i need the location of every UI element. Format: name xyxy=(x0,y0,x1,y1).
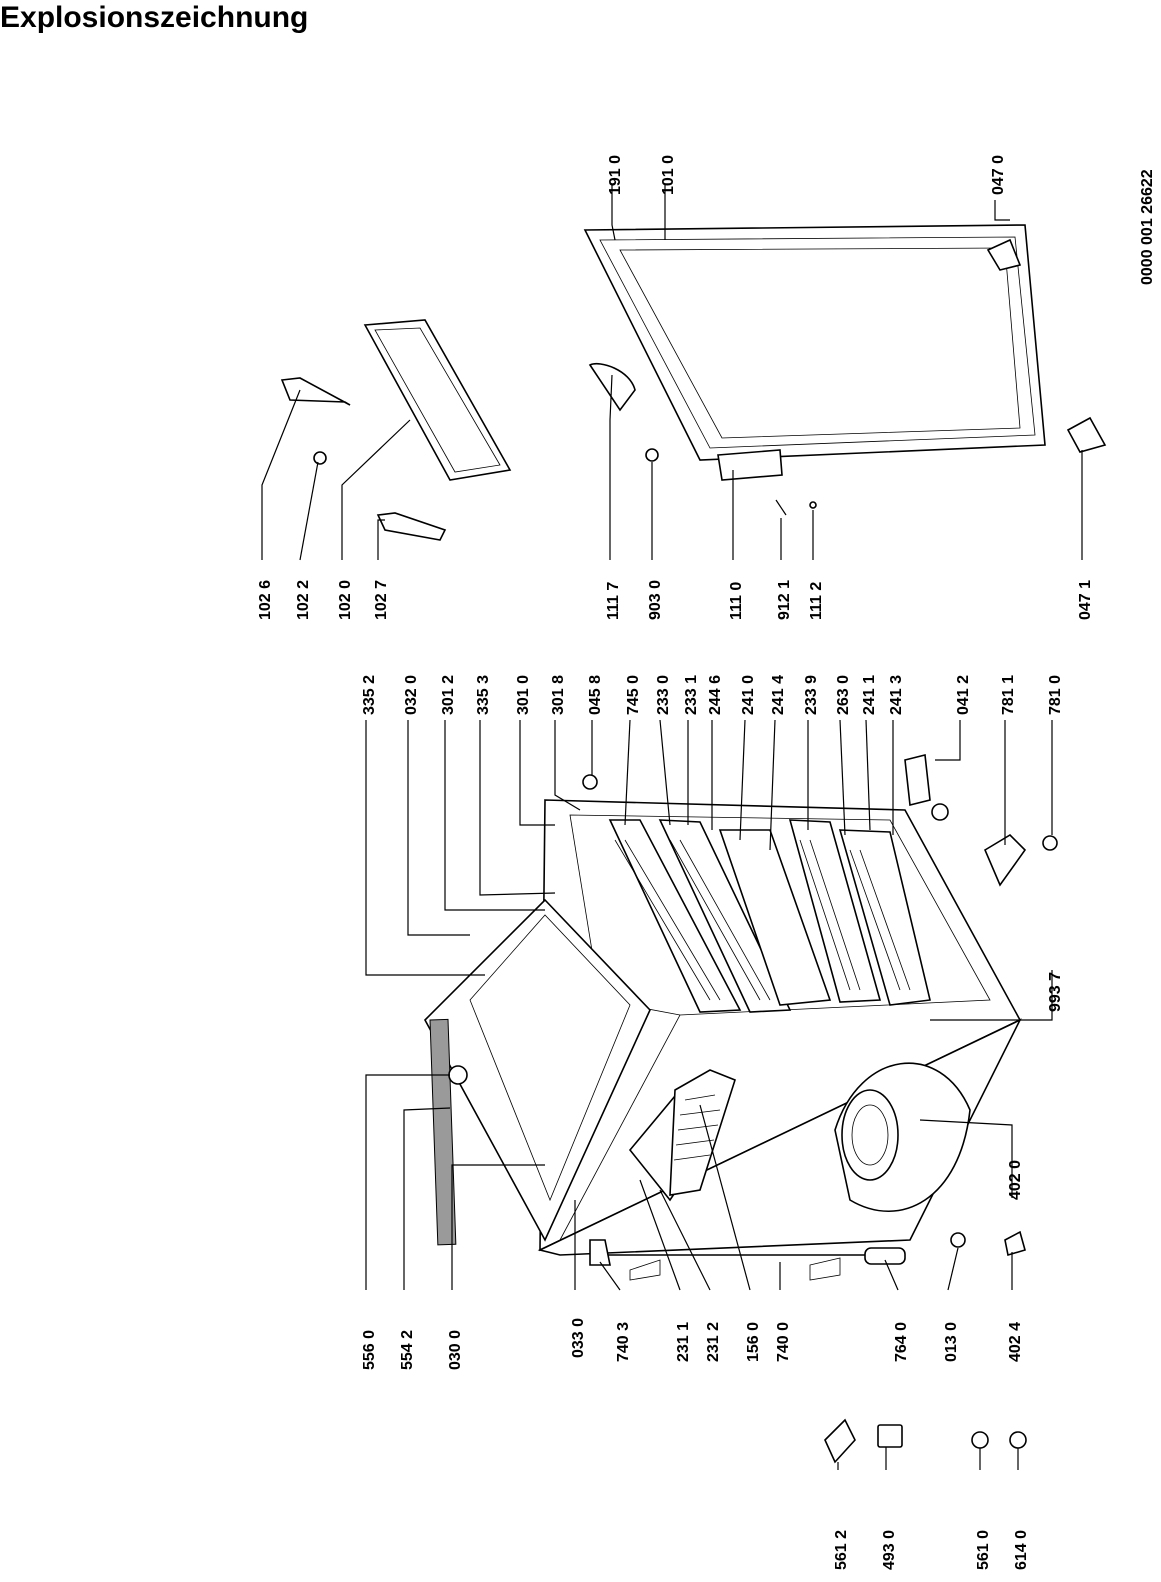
label-301-8: 301 8 xyxy=(550,675,567,715)
label-493-0: 493 0 xyxy=(881,1530,898,1570)
leader-lines xyxy=(261,185,1083,1470)
drawer-shelves xyxy=(608,819,931,1013)
label-102-6: 102 6 xyxy=(257,580,274,620)
screw-912 xyxy=(775,499,787,516)
part-561-0 xyxy=(971,1431,989,1449)
label-102-7: 102 7 xyxy=(373,580,390,620)
label-102-0: 102 0 xyxy=(337,580,354,620)
label-740-3: 740 3 xyxy=(615,1322,632,1362)
label-231-1: 231 1 xyxy=(675,1322,692,1362)
hinge-bottom xyxy=(376,512,447,541)
label-013-0: 013 0 xyxy=(943,1322,960,1362)
label-903-0: 903 0 xyxy=(647,580,664,620)
part-614-0 xyxy=(1009,1431,1027,1449)
label-745-0: 745 0 xyxy=(625,675,642,715)
label-111-7: 111 7 xyxy=(605,582,622,620)
label-047-0: 047 0 xyxy=(990,155,1007,195)
top-worktop xyxy=(424,898,651,1246)
label-301-2: 301 2 xyxy=(440,675,457,715)
foot-047-0 xyxy=(986,238,1022,271)
label-241-1: 241 1 xyxy=(861,675,878,715)
label-402-4: 402 4 xyxy=(1007,1322,1024,1362)
label-335-3: 335 3 xyxy=(475,675,492,715)
hinge-041 xyxy=(904,754,931,806)
label-111-0: 111 0 xyxy=(728,582,745,620)
screw-903 xyxy=(645,448,659,462)
label-156-0: 156 0 xyxy=(745,1322,762,1362)
label-233-9: 233 9 xyxy=(803,675,820,715)
label-030-0: 030 0 xyxy=(447,1330,464,1370)
door-panel xyxy=(583,224,1046,481)
label-033-0: 033 0 xyxy=(570,1318,587,1358)
label-041-2: 041 2 xyxy=(955,675,972,715)
label-233-0: 233 0 xyxy=(655,675,672,715)
bush-045 xyxy=(582,774,598,790)
label-781-1: 781 1 xyxy=(1000,675,1017,715)
label-993-7: 993 7 xyxy=(1047,972,1064,1012)
bush-small xyxy=(313,451,327,465)
foot-047-1 xyxy=(1066,416,1107,453)
label-554-2: 554 2 xyxy=(399,1330,416,1370)
label-402-0: 402 0 xyxy=(1007,1160,1024,1200)
label-047-1: 047 1 xyxy=(1077,580,1094,620)
label-233-1: 233 1 xyxy=(683,675,700,715)
label-614-0: 614 0 xyxy=(1013,1530,1030,1570)
grille-781 xyxy=(983,833,1027,887)
label-244-6: 244 6 xyxy=(707,675,724,715)
label-241-3: 241 3 xyxy=(888,675,905,715)
label-263-0: 263 0 xyxy=(835,675,852,715)
label-561-0: 561 0 xyxy=(975,1530,992,1570)
sensor-013 xyxy=(950,1232,966,1248)
compressor xyxy=(834,1062,971,1212)
label-241-4: 241 4 xyxy=(770,675,787,715)
label-301-0: 301 0 xyxy=(515,675,532,715)
label-101-0: 101 0 xyxy=(660,155,677,195)
label-111-2: 111 2 xyxy=(808,582,825,620)
evaporator-grid xyxy=(628,1069,736,1202)
handle-cover xyxy=(588,363,636,412)
page-title: Explosionszeichnung xyxy=(0,1,309,34)
label-781-0: 781 0 xyxy=(1047,675,1064,715)
cap-781 xyxy=(1042,835,1058,851)
label-740-0: 740 0 xyxy=(775,1322,792,1362)
document-number: 0000 001 26622 xyxy=(1139,169,1156,285)
heater-tube xyxy=(589,1239,906,1281)
label-241-0: 241 0 xyxy=(740,675,757,715)
label-561-2: 561 2 xyxy=(833,1530,850,1570)
clip-111 xyxy=(809,501,817,509)
label-231-2: 231 2 xyxy=(705,1322,722,1362)
label-102-2: 102 2 xyxy=(295,580,312,620)
hinge-top xyxy=(280,377,351,406)
label-032-0: 032 0 xyxy=(403,675,420,715)
clip-402 xyxy=(1004,1230,1026,1257)
label-912-1: 912 1 xyxy=(776,580,793,620)
door-shelf xyxy=(363,319,512,481)
label-764-0: 764 0 xyxy=(893,1322,910,1362)
part-493-0 xyxy=(877,1424,903,1448)
foot-041 xyxy=(931,803,949,821)
label-045-8: 045 8 xyxy=(587,675,604,715)
part-561-2 xyxy=(824,1418,856,1464)
label-556-0: 556 0 xyxy=(361,1330,378,1370)
part-labels: 556 0 554 2 030 0 033 0 740 3 231 1 231 … xyxy=(257,155,1156,1570)
label-191-0: 191 0 xyxy=(607,155,624,195)
label-335-2: 335 2 xyxy=(361,675,378,715)
